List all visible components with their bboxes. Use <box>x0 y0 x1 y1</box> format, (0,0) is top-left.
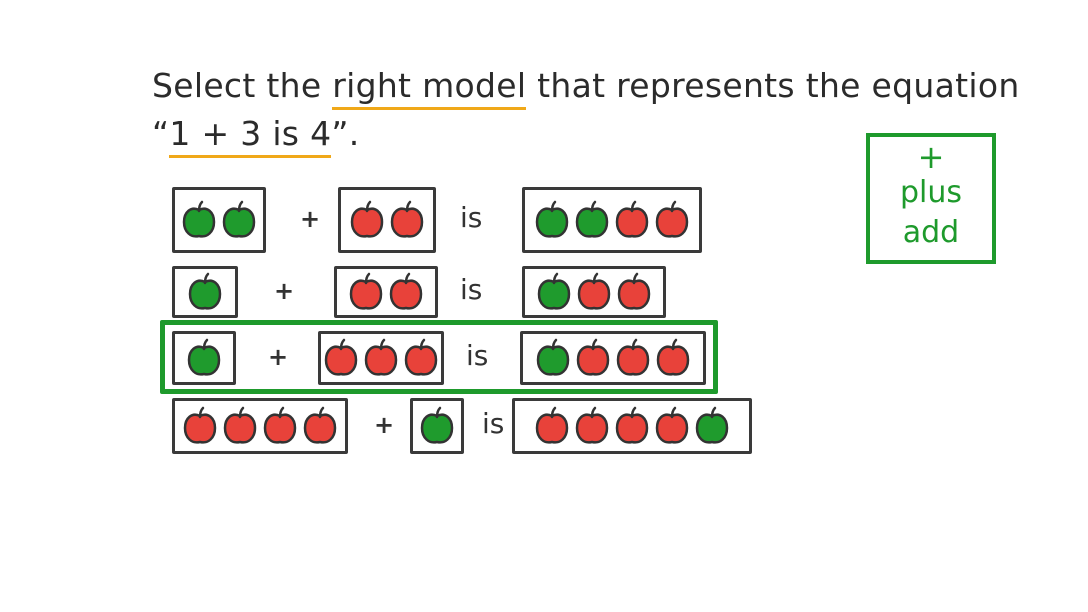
red-apple-icon <box>182 406 218 446</box>
plus-symbol: + <box>917 138 945 176</box>
addend-2-box <box>410 398 464 454</box>
selected-model-frame[interactable] <box>160 320 718 394</box>
red-apple-icon <box>654 200 690 240</box>
red-apple-icon <box>655 338 691 378</box>
question-line-2: “1 + 3 is 4”. <box>152 114 360 158</box>
green-apple-icon <box>221 200 257 240</box>
green-apple-icon <box>694 406 730 446</box>
addend-2-box <box>334 266 438 318</box>
plus-legend-box: + plus add <box>866 133 996 264</box>
is-label: is <box>466 339 489 372</box>
red-apple-icon <box>403 338 439 378</box>
plus-operator: + <box>274 277 295 305</box>
sum-box <box>520 331 706 385</box>
red-apple-icon <box>614 200 650 240</box>
is-label: is <box>482 407 505 440</box>
addend-1-box <box>172 331 236 385</box>
red-apple-icon <box>348 272 384 312</box>
equation-text: 1 + 3 is 4 <box>169 114 332 158</box>
red-apple-icon <box>616 272 652 312</box>
sum-box <box>522 266 666 318</box>
green-apple-icon <box>419 406 455 446</box>
green-apple-icon <box>534 200 570 240</box>
addend-2-box <box>318 331 444 385</box>
addend-1-box <box>172 398 348 454</box>
red-apple-icon <box>615 338 651 378</box>
question-line-1: Select the right model that represents t… <box>152 66 1020 110</box>
green-apple-icon <box>181 200 217 240</box>
red-apple-icon <box>388 272 424 312</box>
red-apple-icon <box>534 406 570 446</box>
red-apple-icon <box>363 338 399 378</box>
red-apple-icon <box>323 338 359 378</box>
quote-open: “ <box>152 114 170 153</box>
red-apple-icon <box>349 200 385 240</box>
is-label: is <box>460 201 483 234</box>
question-text-after: that represents the equation <box>526 66 1020 105</box>
legend-word-plus: plus <box>899 175 963 210</box>
addend-2-box <box>338 187 436 253</box>
red-apple-icon <box>576 272 612 312</box>
green-apple-icon <box>187 272 223 312</box>
legend-word-add: add <box>902 215 960 250</box>
plus-operator: + <box>374 411 395 439</box>
plus-operator: + <box>268 343 289 371</box>
question-highlight-right-model: right model <box>332 66 527 110</box>
green-apple-icon <box>535 338 571 378</box>
addend-1-box <box>172 187 266 253</box>
red-apple-icon <box>574 406 610 446</box>
red-apple-icon <box>654 406 690 446</box>
plus-operator: + <box>300 205 321 233</box>
sum-box <box>522 187 702 253</box>
sum-box <box>512 398 752 454</box>
red-apple-icon <box>262 406 298 446</box>
quote-close: ”. <box>331 114 360 153</box>
green-apple-icon <box>186 338 222 378</box>
red-apple-icon <box>302 406 338 446</box>
red-apple-icon <box>575 338 611 378</box>
red-apple-icon <box>614 406 650 446</box>
green-apple-icon <box>574 200 610 240</box>
addend-1-box <box>172 266 238 318</box>
red-apple-icon <box>389 200 425 240</box>
green-apple-icon <box>536 272 572 312</box>
question-text-before: Select the <box>152 66 333 105</box>
is-label: is <box>460 273 483 306</box>
red-apple-icon <box>222 406 258 446</box>
